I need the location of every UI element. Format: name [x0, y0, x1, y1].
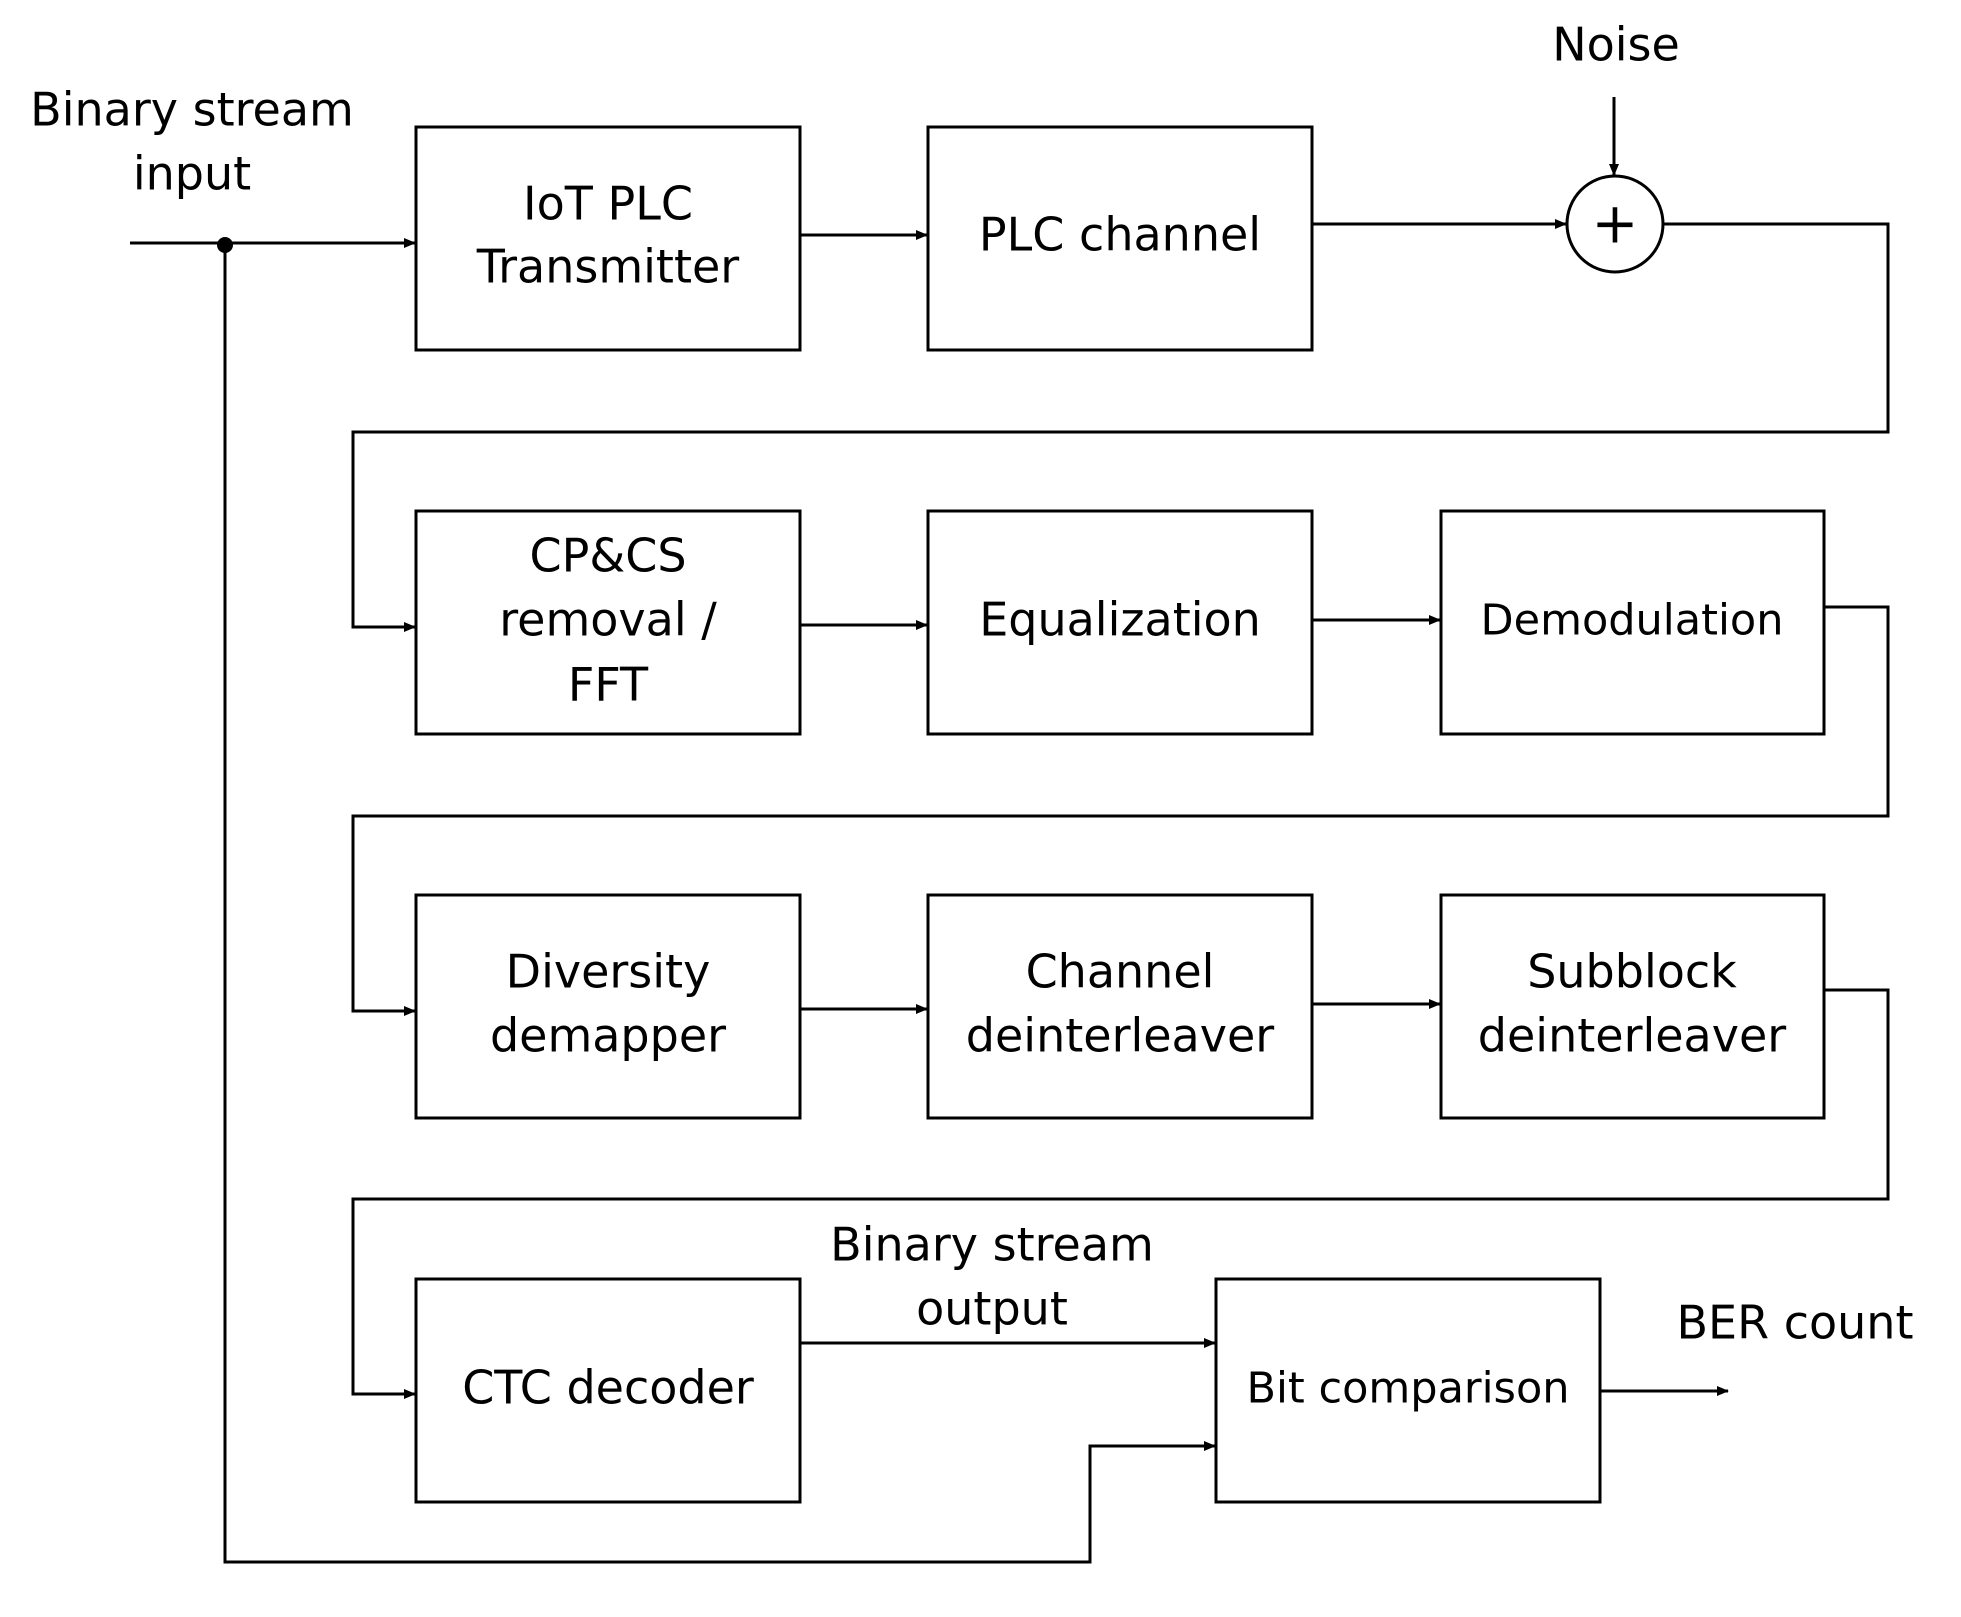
- bit-comparison-block: Bit comparison: [1214, 1277, 1602, 1504]
- subblock-to-ctc-arrow: [351, 988, 1890, 1399]
- plc-channel-label: PLC channel: [979, 208, 1261, 262]
- cp-cs-label-line2: removal /: [499, 593, 717, 647]
- ctc-decoder-label: CTC decoder: [462, 1361, 754, 1415]
- equalization-label: Equalization: [979, 593, 1261, 647]
- plus-icon: +: [1592, 192, 1639, 257]
- transmitter-label-line1: IoT PLC: [523, 177, 693, 231]
- demodulation-block: Demodulation: [1439, 509, 1826, 736]
- input-label-line2: input: [133, 147, 251, 201]
- subblock-deinterleaver-label-line1: Subblock: [1527, 945, 1737, 999]
- demodulation-to-diversity-arrow: [351, 605, 1890, 1016]
- connector-lines: [130, 97, 1890, 1564]
- adder-to-cp-cs-arrow: [351, 222, 1890, 632]
- equalization-block: Equalization: [926, 509, 1314, 736]
- output-label-line2: output: [916, 1282, 1068, 1336]
- diversity-demapper-block: Diversity demapper: [414, 893, 802, 1120]
- transmitter-label-line2: Transmitter: [476, 240, 740, 294]
- input-label-line1: Binary stream: [30, 83, 354, 137]
- subblock-deinterleaver-label-line2: deinterleaver: [1478, 1009, 1786, 1063]
- ber-count-label: BER count: [1677, 1296, 1914, 1350]
- channel-deinterleaver-block: Channel deinterleaver: [926, 893, 1314, 1120]
- subblock-deinterleaver-block: Subblock deinterleaver: [1439, 893, 1826, 1120]
- cp-cs-label-line3: FFT: [568, 658, 649, 712]
- channel-deinterleaver-label-line1: Channel: [1026, 945, 1215, 999]
- channel-deinterleaver-label-line2: deinterleaver: [966, 1009, 1274, 1063]
- cp-cs-label-line1: CP&CS: [529, 529, 686, 583]
- diversity-label-line2: demapper: [490, 1009, 726, 1063]
- noise-adder: +: [1565, 174, 1665, 274]
- bit-comparison-label: Bit comparison: [1246, 1364, 1569, 1414]
- ctc-decoder-block: CTC decoder: [414, 1277, 802, 1504]
- demodulation-label: Demodulation: [1481, 596, 1784, 646]
- plc-channel-block: PLC channel: [926, 125, 1314, 352]
- transmitter-block: IoT PLC Transmitter: [414, 125, 802, 352]
- diversity-label-line1: Diversity: [506, 945, 711, 999]
- output-label-line1: Binary stream: [830, 1218, 1154, 1272]
- cp-cs-removal-fft-block: CP&CS removal / FFT: [414, 509, 802, 736]
- reference-bits-line: [223, 245, 1216, 1564]
- noise-label: Noise: [1552, 18, 1680, 72]
